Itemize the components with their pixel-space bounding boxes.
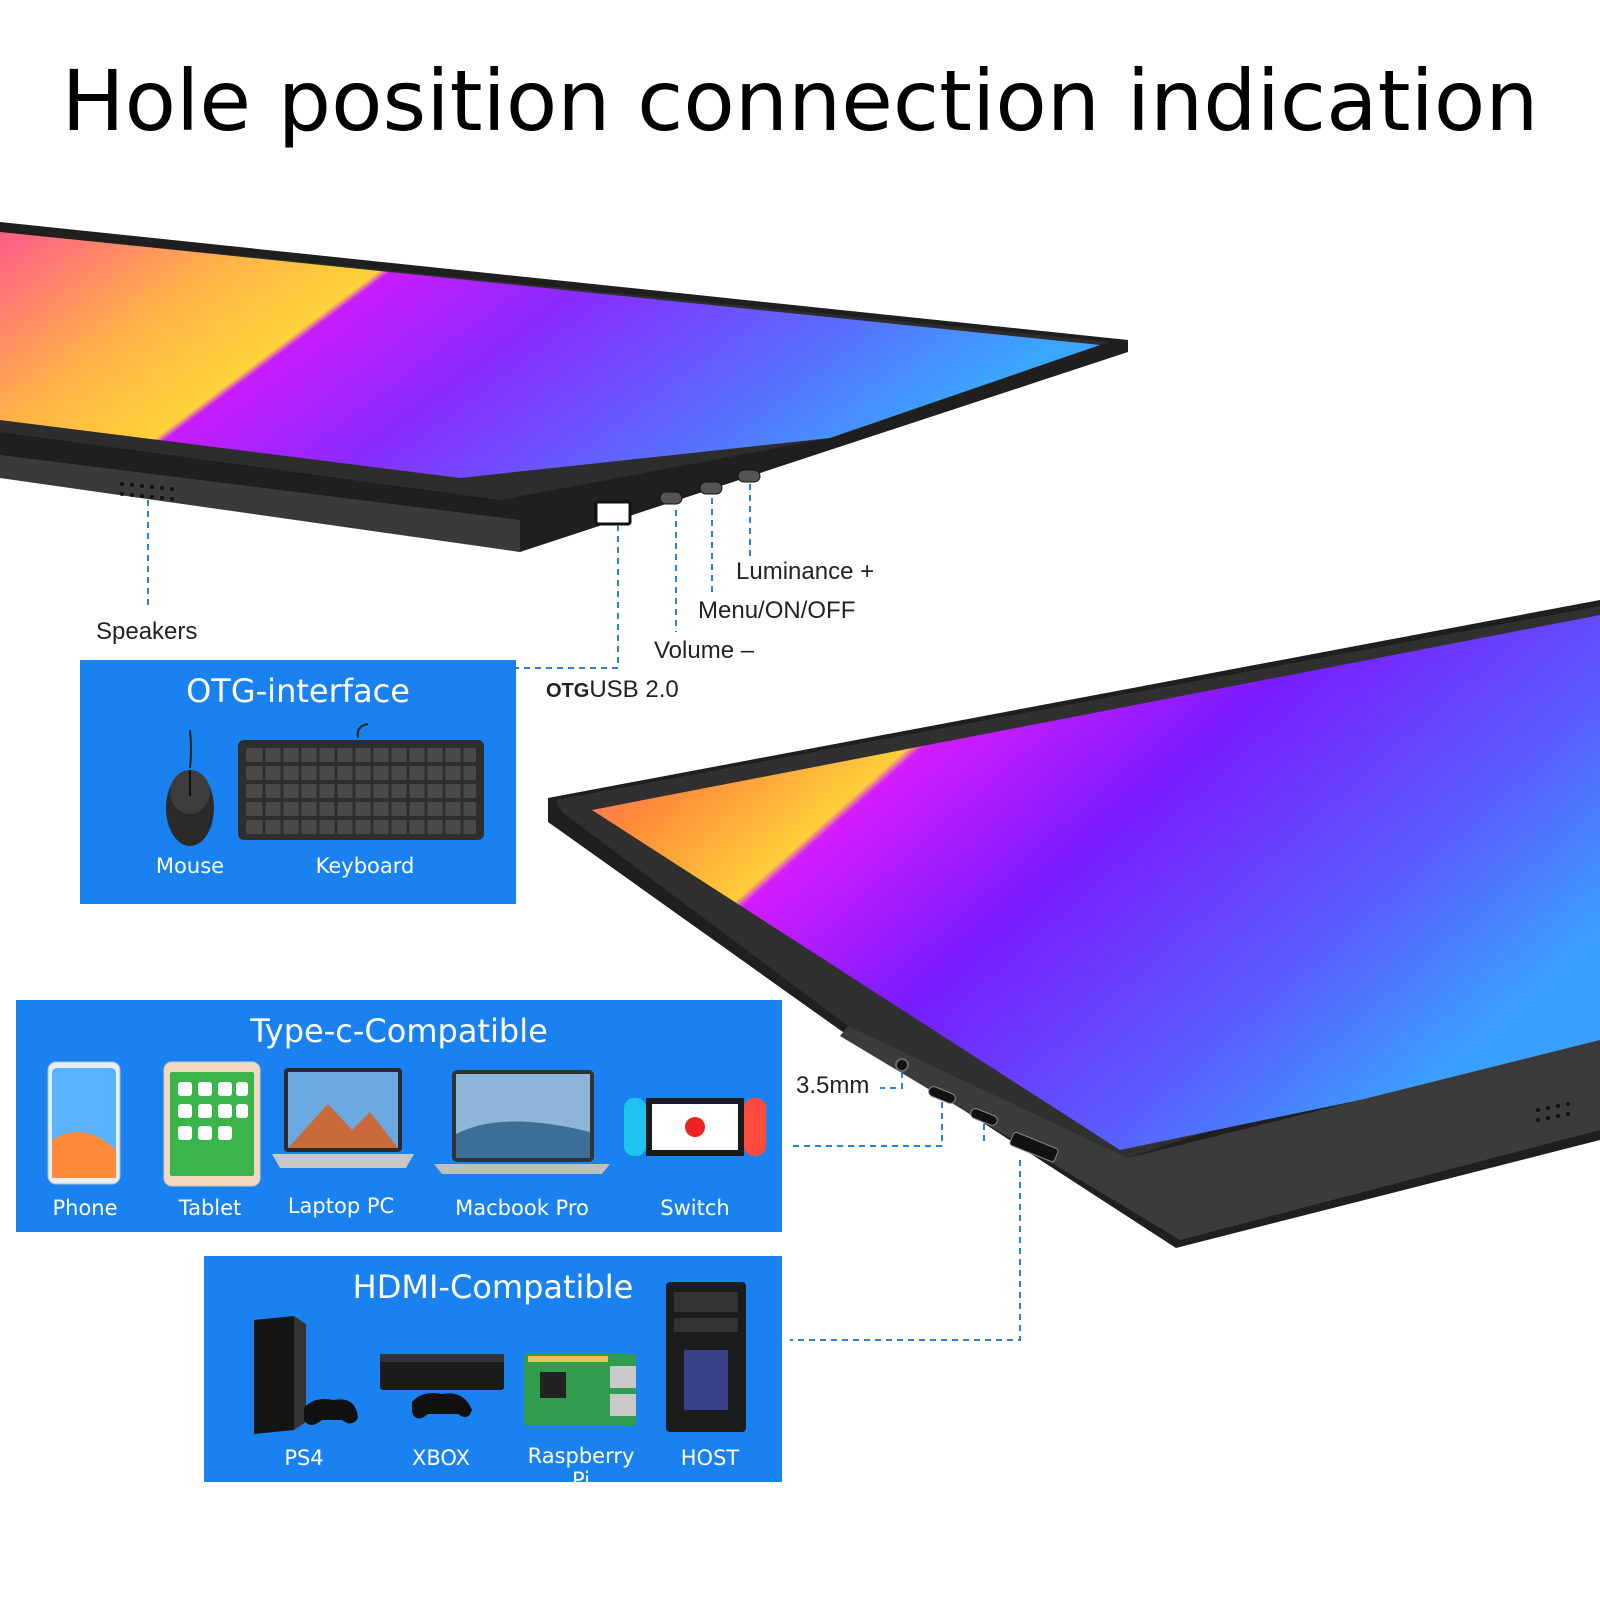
keyboard-icon [238, 723, 484, 840]
typec-panel: Type-c-Compatible Phone Tablet Laptop P [16, 1000, 782, 1232]
otg-item-label: Mouse [155, 854, 225, 878]
speakers-label: Speakers [96, 618, 198, 645]
typec-item-label: Tablet [178, 1196, 242, 1220]
hdmi-item-raspberry-pi: Raspberry Pi [516, 1310, 646, 1492]
otg-panel: OTG-interface Mouse [80, 660, 516, 904]
hdmi-panel: HDMI-Compatible PS4 XBOX Raspberry Pi [204, 1256, 782, 1492]
ps4-icon [254, 1316, 358, 1434]
hdmi-item-label: XBOX [412, 1446, 470, 1470]
monitor-top [0, 222, 1128, 552]
typec-item-label: Switch [660, 1196, 730, 1220]
hdmi-panel-title: HDMI-Compatible [352, 1268, 634, 1306]
typec-item-tablet: Tablet [150, 1060, 270, 1226]
luminance-plus-label: Luminance + [736, 558, 875, 585]
hdmi-item-xbox: XBOX [376, 1310, 506, 1476]
hdmi-item-label: PS4 [284, 1446, 324, 1470]
page-title: Hole position connection indication [61, 52, 1539, 150]
hdmi-item-label: HOST [680, 1446, 740, 1470]
menu-on-off-label: Menu/ON/OFF [698, 597, 856, 624]
pc-tower-icon [666, 1282, 746, 1432]
usb-version: USB 2.0 [589, 676, 679, 703]
xbox-icon [380, 1354, 504, 1419]
otg-item-keyboard: Keyboard [238, 720, 492, 890]
typec-item-laptop: Laptop PC [266, 1060, 416, 1226]
tablet-icon [163, 1061, 261, 1187]
hdmi-item-host: HOST [650, 1278, 770, 1476]
hdmi-item-ps4: PS4 [244, 1310, 364, 1476]
typec-item-macbook: Macbook Pro [432, 1060, 612, 1226]
otg-item-mouse: Mouse [140, 729, 240, 890]
usb-label: OTGUSB 2.0 [546, 676, 679, 704]
otg-item-label: Keyboard [315, 854, 415, 878]
leader-lines [147, 484, 1021, 1341]
audio-jack-label: 3.5mm [796, 1072, 870, 1099]
hdmi-item-label: Raspberry Pi [527, 1444, 635, 1492]
mouse-icon [166, 729, 214, 846]
typec-panel-title: Type-c-Compatible [250, 1012, 548, 1050]
otg-tag: OTG [546, 680, 590, 702]
raspberry-pi-icon [524, 1354, 636, 1426]
typec-item-label: Macbook Pro [455, 1196, 589, 1220]
switch-console-icon [624, 1098, 766, 1156]
laptop-icon [272, 1068, 414, 1168]
volume-minus-label: Volume – [654, 637, 755, 664]
phone-icon [47, 1061, 121, 1185]
macbook-icon [434, 1070, 610, 1174]
typec-item-label: Laptop PC [287, 1194, 395, 1218]
otg-panel-title: OTG-interface [186, 672, 410, 710]
monitor-bottom [548, 600, 1600, 1248]
typec-item-switch: Switch [620, 1060, 770, 1226]
typec-item-phone: Phone [30, 1060, 140, 1226]
typec-item-label: Phone [52, 1196, 118, 1220]
